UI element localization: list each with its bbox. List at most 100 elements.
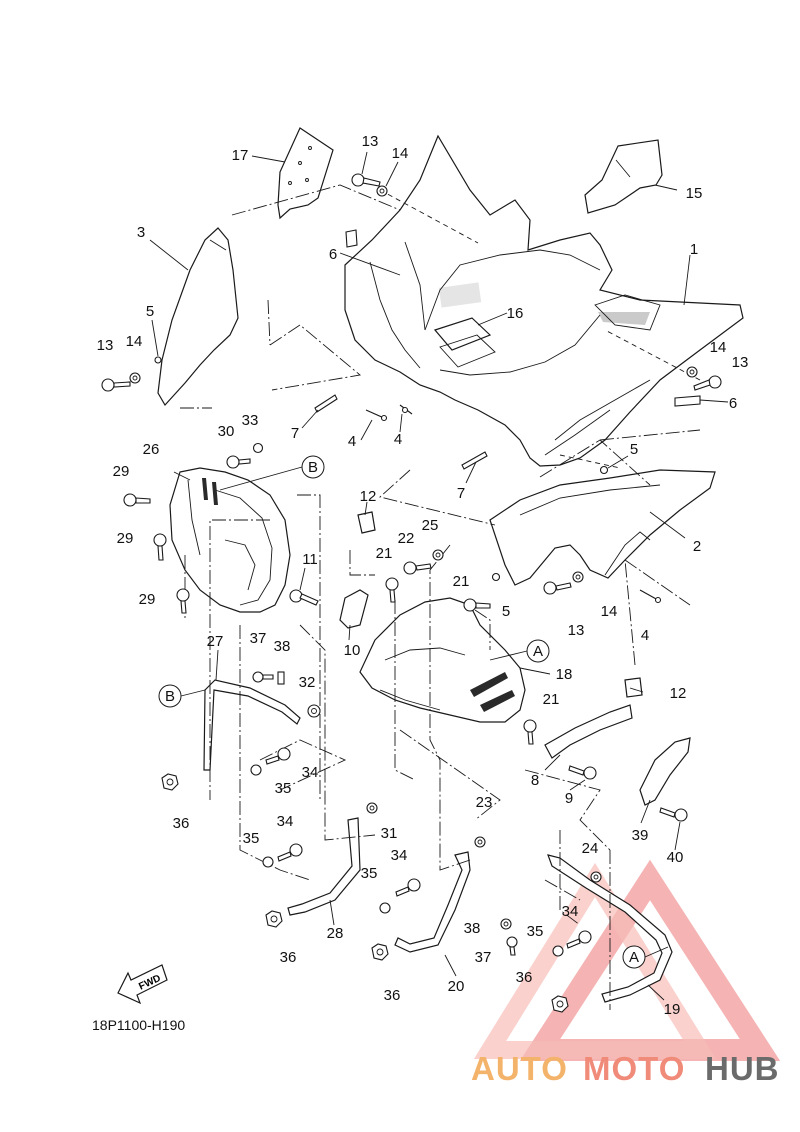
callout-12: 12 — [670, 685, 687, 702]
part-20-stay — [394, 851, 471, 953]
washer-35-a — [250, 764, 262, 776]
part-2-side-cover — [489, 469, 716, 586]
pin-4-b — [399, 404, 413, 415]
callout-3: 3 — [137, 224, 145, 241]
callout-26: 26 — [143, 441, 160, 458]
bolt-30 — [226, 455, 251, 469]
callout-4: 4 — [348, 433, 356, 450]
part-27-stay — [203, 679, 301, 771]
bolt-21-c — [523, 719, 537, 745]
washer-14-top — [376, 185, 388, 197]
washer-35-c — [379, 902, 391, 914]
washer-25 — [432, 549, 444, 561]
callout-29: 29 — [117, 530, 134, 547]
bolt-34-c — [395, 878, 421, 897]
bolt-29-bottom — [176, 588, 190, 614]
watermark-text: AUTO MOTO HUB — [471, 1050, 780, 1087]
washer-35-b — [262, 856, 274, 868]
nut-36-c — [371, 943, 389, 961]
callout-34: 34 — [562, 903, 579, 920]
callout-27: 27 — [207, 633, 224, 650]
callout-6: 6 — [729, 395, 737, 412]
part-17-panel — [277, 127, 334, 220]
fasteners — [101, 173, 722, 1013]
fwd-arrow-icon: FWD — [117, 964, 168, 1005]
reference-letter: A — [629, 949, 639, 966]
callout-14: 14 — [710, 339, 727, 356]
reference-marker-b-bottom: B — [158, 684, 182, 708]
callout-34: 34 — [391, 847, 408, 864]
part-16-pad — [433, 317, 496, 368]
collar-38-top — [277, 671, 285, 685]
bolt-13-top — [351, 173, 381, 187]
grommet-31 — [366, 802, 378, 814]
bolt-37-bottom — [506, 936, 518, 956]
callout-14: 14 — [126, 333, 143, 350]
nut-36-a — [161, 773, 179, 791]
reference-leaders — [180, 466, 669, 958]
part-3-side-panel — [157, 227, 239, 407]
clip-5-left — [154, 356, 162, 364]
tape-7-mid — [461, 451, 488, 470]
callout-2: 2 — [693, 538, 701, 555]
callout-leaders — [149, 151, 729, 1001]
washer-33 — [252, 442, 264, 454]
bolt-9 — [568, 765, 597, 780]
nut-36-d — [551, 995, 569, 1013]
watermark-logo — [473, 859, 781, 1061]
callout-21: 21 — [376, 545, 393, 562]
part-12-bracket-lower — [624, 677, 643, 698]
callout-34: 34 — [302, 764, 319, 781]
callout-7: 7 — [457, 485, 465, 502]
nut-24 — [590, 871, 602, 883]
washer-14-mid — [572, 571, 584, 583]
callout-9: 9 — [565, 790, 573, 807]
bolt-29-top — [123, 493, 151, 507]
callout-35: 35 — [243, 830, 260, 847]
drawing-code: 18P1100-H190 — [92, 1017, 185, 1033]
bolt-34-a — [265, 747, 291, 765]
reference-letter: B — [165, 688, 175, 705]
callout-36: 36 — [384, 987, 401, 1004]
reference-letter: B — [308, 459, 318, 476]
bolt-34-b — [277, 843, 303, 862]
reference-marker-a-bottom: A — [622, 945, 646, 969]
nut-32 — [307, 704, 321, 718]
callout-31: 31 — [381, 825, 398, 842]
callout-25: 25 — [422, 517, 439, 534]
part-15-panel — [584, 139, 663, 214]
callout-16: 16 — [507, 305, 524, 322]
bolt-40 — [659, 807, 688, 822]
bolt-22 — [403, 561, 432, 575]
callout-8: 8 — [531, 772, 539, 789]
collar-38-bottom — [500, 918, 512, 930]
part-8-bracket — [544, 704, 633, 759]
callout-22: 22 — [398, 530, 415, 547]
grommet-23 — [474, 836, 486, 848]
callout-13: 13 — [568, 622, 585, 639]
reference-letter: A — [533, 643, 543, 660]
callout-21: 21 — [453, 573, 470, 590]
bolt-11 — [289, 589, 319, 606]
callout-24: 24 — [582, 840, 599, 857]
pin-4-c — [639, 589, 662, 604]
washer-14-right — [686, 366, 698, 378]
callout-37: 37 — [250, 630, 267, 647]
watermark-part-3: HUB — [705, 1050, 780, 1087]
callout-7: 7 — [291, 425, 299, 442]
bolt-13-left — [101, 378, 131, 392]
callout-13: 13 — [362, 133, 379, 150]
callout-35: 35 — [527, 923, 544, 940]
bolt-13-right — [693, 375, 722, 391]
bolt-21-b — [463, 598, 491, 612]
callout-23: 23 — [476, 794, 493, 811]
part-26-cowl — [169, 467, 291, 613]
bolt-34-d — [566, 930, 592, 949]
callout-17: 17 — [232, 147, 249, 164]
part-18-lower-cowl — [359, 597, 526, 723]
callout-21: 21 — [543, 691, 560, 708]
tape-6-right — [674, 395, 701, 407]
reference-marker-b-top: B — [301, 455, 325, 479]
callout-4: 4 — [394, 431, 402, 448]
